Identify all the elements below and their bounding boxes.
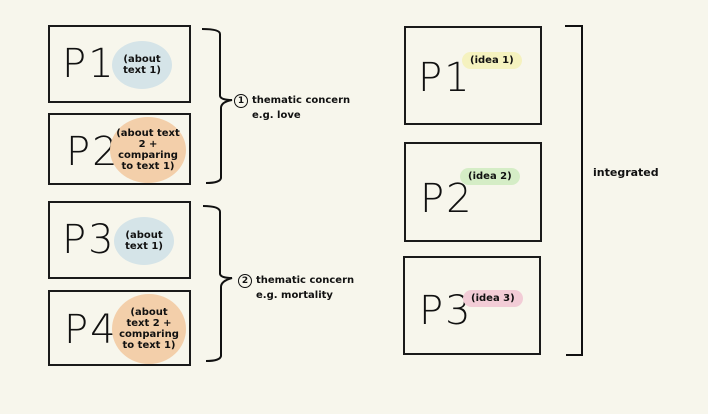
- concern-title: thematic concern: [256, 275, 355, 286]
- about-text-note: (about text 2 + comparing to text 1): [110, 117, 186, 183]
- left-bracket-2: [202, 205, 233, 362]
- concern-example: e.g. love: [252, 110, 301, 121]
- left-bracket-1: [201, 28, 233, 184]
- paragraph-label: P2: [420, 176, 474, 222]
- paragraph-label: P3: [62, 217, 116, 263]
- integrated-label: integrated: [593, 166, 659, 179]
- concern-example: e.g. mortality: [256, 290, 333, 301]
- thematic-concern-1: 1 thematic concern e.g. love: [234, 93, 350, 123]
- right-bracket: [565, 25, 583, 356]
- number-circle-icon: 2: [238, 274, 252, 288]
- idea-note: (idea 2): [460, 168, 520, 185]
- left-paragraph-box-4: P4 (about text 2 + comparing to text 1): [48, 290, 191, 366]
- right-paragraph-box-2: P2 (idea 2): [404, 142, 542, 242]
- right-paragraph-box-3: P3 (idea 3): [403, 256, 541, 355]
- paragraph-label: P4: [64, 307, 118, 353]
- paragraph-label: P1: [62, 41, 116, 87]
- number-circle-icon: 1: [234, 94, 248, 108]
- idea-note: (idea 1): [462, 52, 522, 69]
- about-text-note: (about text 1): [114, 217, 174, 265]
- left-paragraph-box-1: P1 (about text 1): [48, 25, 191, 103]
- about-text-note: (about text 1): [112, 41, 172, 89]
- idea-note: (idea 3): [463, 290, 523, 307]
- paragraph-label: P2: [66, 129, 120, 175]
- left-paragraph-box-3: P3 (about text 1): [48, 201, 191, 279]
- concern-title: thematic concern: [252, 95, 351, 106]
- thematic-concern-2: 2 thematic concern e.g. mortality: [238, 273, 354, 303]
- about-text-note: (about text 2 + comparing to text 1): [112, 294, 186, 364]
- paragraph-label: P3: [419, 288, 473, 334]
- left-paragraph-box-2: P2 (about text 2 + comparing to text 1): [48, 113, 191, 185]
- paragraph-label: P1: [418, 55, 472, 101]
- right-paragraph-box-1: P1 (idea 1): [404, 26, 542, 125]
